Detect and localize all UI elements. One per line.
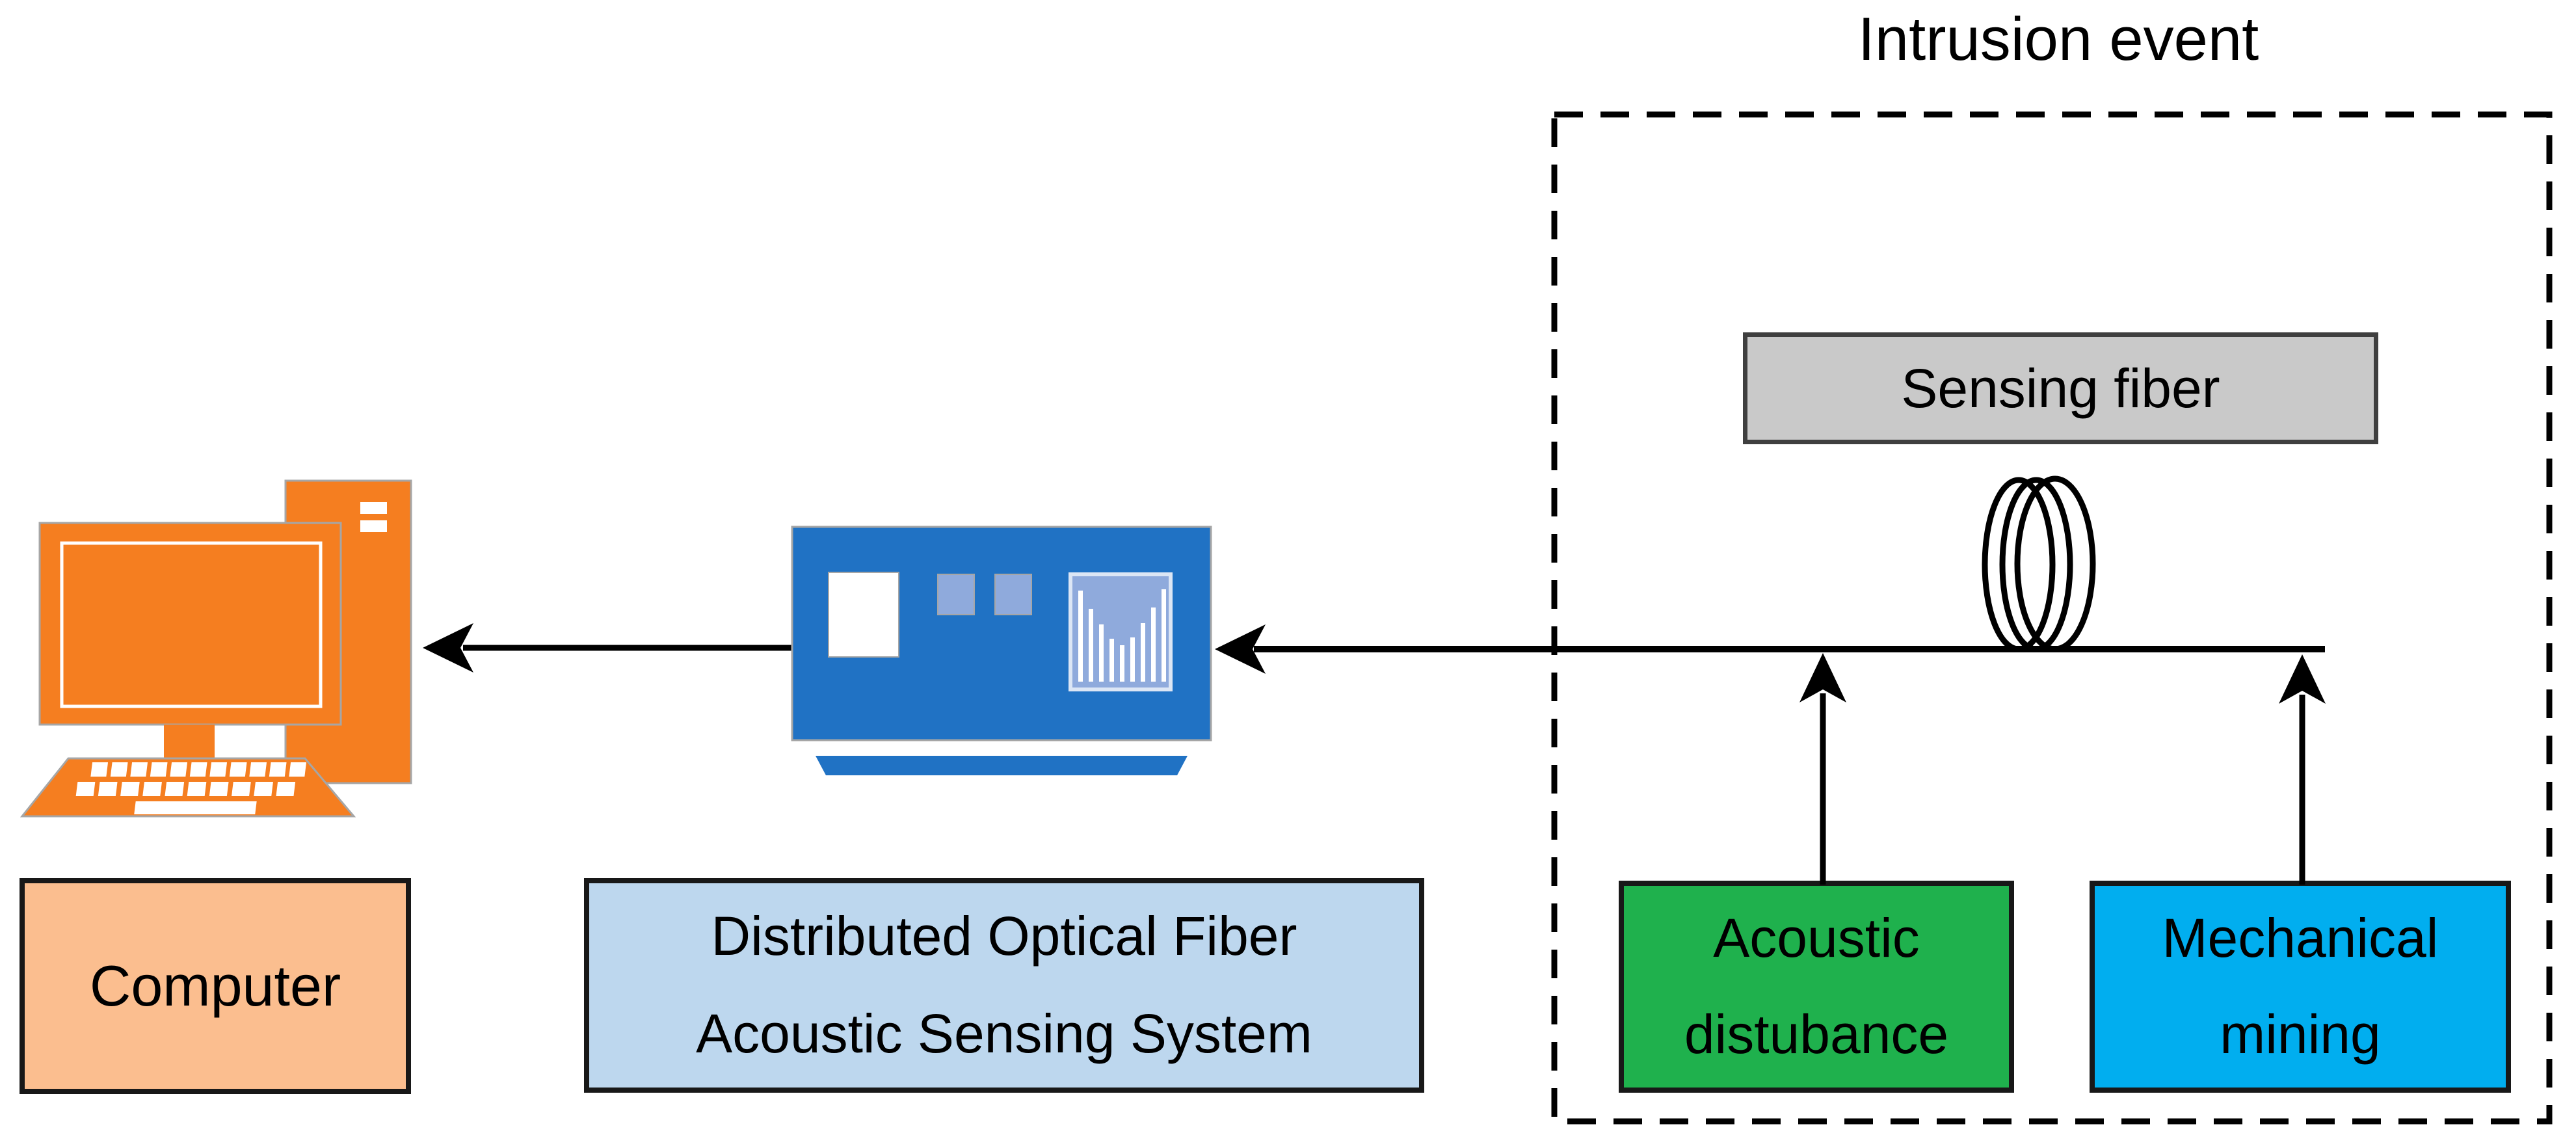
mechanical-up-arrowhead-icon xyxy=(2279,654,2326,704)
das-base xyxy=(816,756,1188,775)
keyboard-spacebar xyxy=(134,801,257,814)
monitor-stand xyxy=(164,725,215,758)
intrusion-event-title: Intrusion event xyxy=(1857,5,2259,73)
intrusion-event-dashed-border xyxy=(1551,111,2553,1125)
acoustic-disturbance-line2: distubance xyxy=(1684,1004,1949,1065)
computer-label-box: Computer xyxy=(20,878,411,1094)
mechanical-mining-line2: mining xyxy=(2220,1004,2381,1065)
desktop-computer-icon xyxy=(20,479,412,818)
mechanical-mining-box: Mechanical mining xyxy=(2090,881,2511,1093)
das-to-computer-arrowhead-icon xyxy=(423,623,473,673)
tower-drive-slot xyxy=(360,502,387,514)
acoustic-disturbance-line1: Acoustic xyxy=(1713,907,1920,969)
sensing-fiber-label-text: Sensing fiber xyxy=(1901,357,2220,419)
acoustic-up-arrowhead-icon xyxy=(1799,653,1846,702)
das-interrogator-icon xyxy=(791,526,1212,775)
das-indicator xyxy=(937,574,975,615)
keyboard-keys xyxy=(75,762,307,814)
fiber-to-das-arrowhead-icon xyxy=(1215,624,1266,674)
computer-label-text: Computer xyxy=(89,954,341,1018)
tower-drive-slot xyxy=(360,520,387,532)
sensing-fiber-label-box: Sensing fiber xyxy=(1743,332,2378,444)
monitor-screen-border xyxy=(60,541,323,708)
acoustic-disturbance-box: Acoustic distubance xyxy=(1619,881,2014,1093)
das-indicator xyxy=(994,574,1032,615)
das-display-bars xyxy=(1078,589,1166,682)
das-front-panel xyxy=(828,572,899,658)
das-label-box: Distributed Optical Fiber Acoustic Sensi… xyxy=(584,878,1424,1093)
computer-monitor xyxy=(38,522,342,726)
fiber-coil-icon xyxy=(1982,475,2096,652)
mechanical-mining-line1: Mechanical xyxy=(2162,907,2439,969)
das-label-line1: Distributed Optical Fiber xyxy=(711,905,1297,967)
das-label-line2: Acoustic Sensing System xyxy=(696,1003,1312,1064)
